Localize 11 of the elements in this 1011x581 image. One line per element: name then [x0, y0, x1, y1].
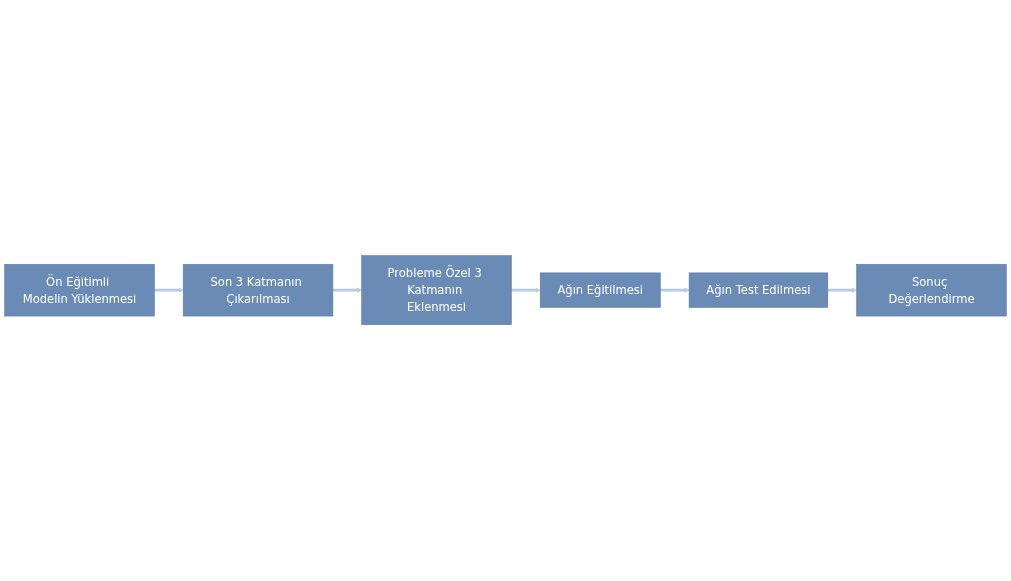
node-box: Ön Eğitimli Modelin Yüklenmesi — [4, 264, 155, 317]
arrow — [511, 287, 541, 294]
arrow — [660, 287, 690, 294]
arrow — [332, 287, 362, 294]
node-box: Sonuç Değerlendirme — [856, 264, 1007, 317]
node-box: Probleme Özel 3 Katmanın Eklenmesi — [361, 255, 512, 326]
arrow — [154, 287, 184, 294]
node-box: Ağın Eğitilmesi — [539, 272, 661, 309]
arrow — [827, 287, 857, 294]
node-box: Son 3 Katmanın Çıkarılması — [182, 264, 334, 317]
node-box: Ağın Test Edilmesi — [688, 272, 829, 309]
